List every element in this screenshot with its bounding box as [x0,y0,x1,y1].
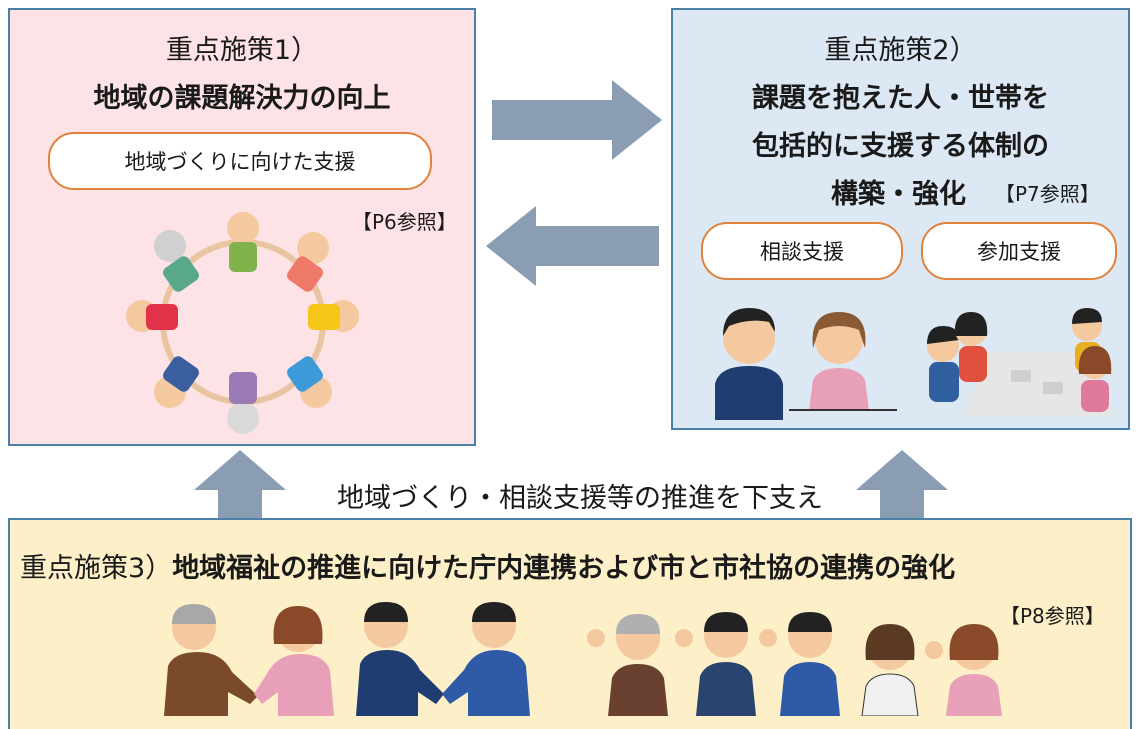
left-arrow [486,206,659,286]
up-arrow-right [856,450,948,520]
policy2-title-line1: 課題を抱えた人・世帯を [752,83,1049,114]
policy1-title: 地域の課題解決力の向上 [93,83,391,114]
policy3-label: 重点施策3） [20,553,173,584]
person-figure [675,612,756,716]
policy1-reference: 【P6参照】 [352,210,457,234]
person-figure [254,606,334,716]
person-figure [164,604,258,716]
person-figure [759,612,840,716]
policy2-reference: 【P7参照】 [995,182,1100,206]
policy2-label: 重点施策2） [824,35,977,66]
policy3-heading: 重点施策3）地域福祉の推進に向けた庁内連携および市と市社協の連携の強化 [20,546,955,585]
person-figure [587,614,668,716]
policy2-title-line2: 包括的に支援する体制の [752,131,1049,162]
policy3-title: 地域福祉の推進に向けた庁内連携および市と市社協の連携の強化 [172,553,956,584]
person-figure [227,212,259,272]
policy2-title-line3: 構築・強化 [831,179,966,210]
participation-illustration [927,308,1115,416]
person-figure [287,356,332,408]
policy1-label: 重点施策1） [165,35,319,66]
person-figure [227,372,259,434]
policy3-reference: 【P8参照】 [1000,604,1105,628]
policy2-box: 重点施策2） 課題を抱えた人・世帯を 包括的に支援する体制の 構築・強化 【P7… [671,8,1130,430]
person-figure [356,602,444,716]
person-figure [154,230,199,292]
people-circle-illustration [126,212,359,434]
person-figure [126,300,178,332]
right-arrow [492,80,662,160]
consultation-illustration [715,308,897,420]
handshake-illustration [164,602,530,716]
policy1-box: 重点施策1） 地域の課題解決力の向上 地域づくりに向けた支援 【P6参照】 [8,8,476,446]
up-arrow-left [194,450,286,520]
person-figure [287,232,329,292]
participation-support-pill: 参加支援 [921,222,1117,280]
foundation-support-caption: 地域づくり・相談支援等の推進を下支え [337,483,823,514]
person-figure [442,602,530,716]
person-figure [154,356,199,408]
person-figure [308,300,359,332]
ok-gesture-group-illustration [587,612,1002,716]
policy1-support-pill: 地域づくりに向けた支援 [48,132,432,190]
consultation-support-pill: 相談支援 [701,222,903,280]
person-figure [925,624,1002,716]
person-figure [861,624,919,716]
